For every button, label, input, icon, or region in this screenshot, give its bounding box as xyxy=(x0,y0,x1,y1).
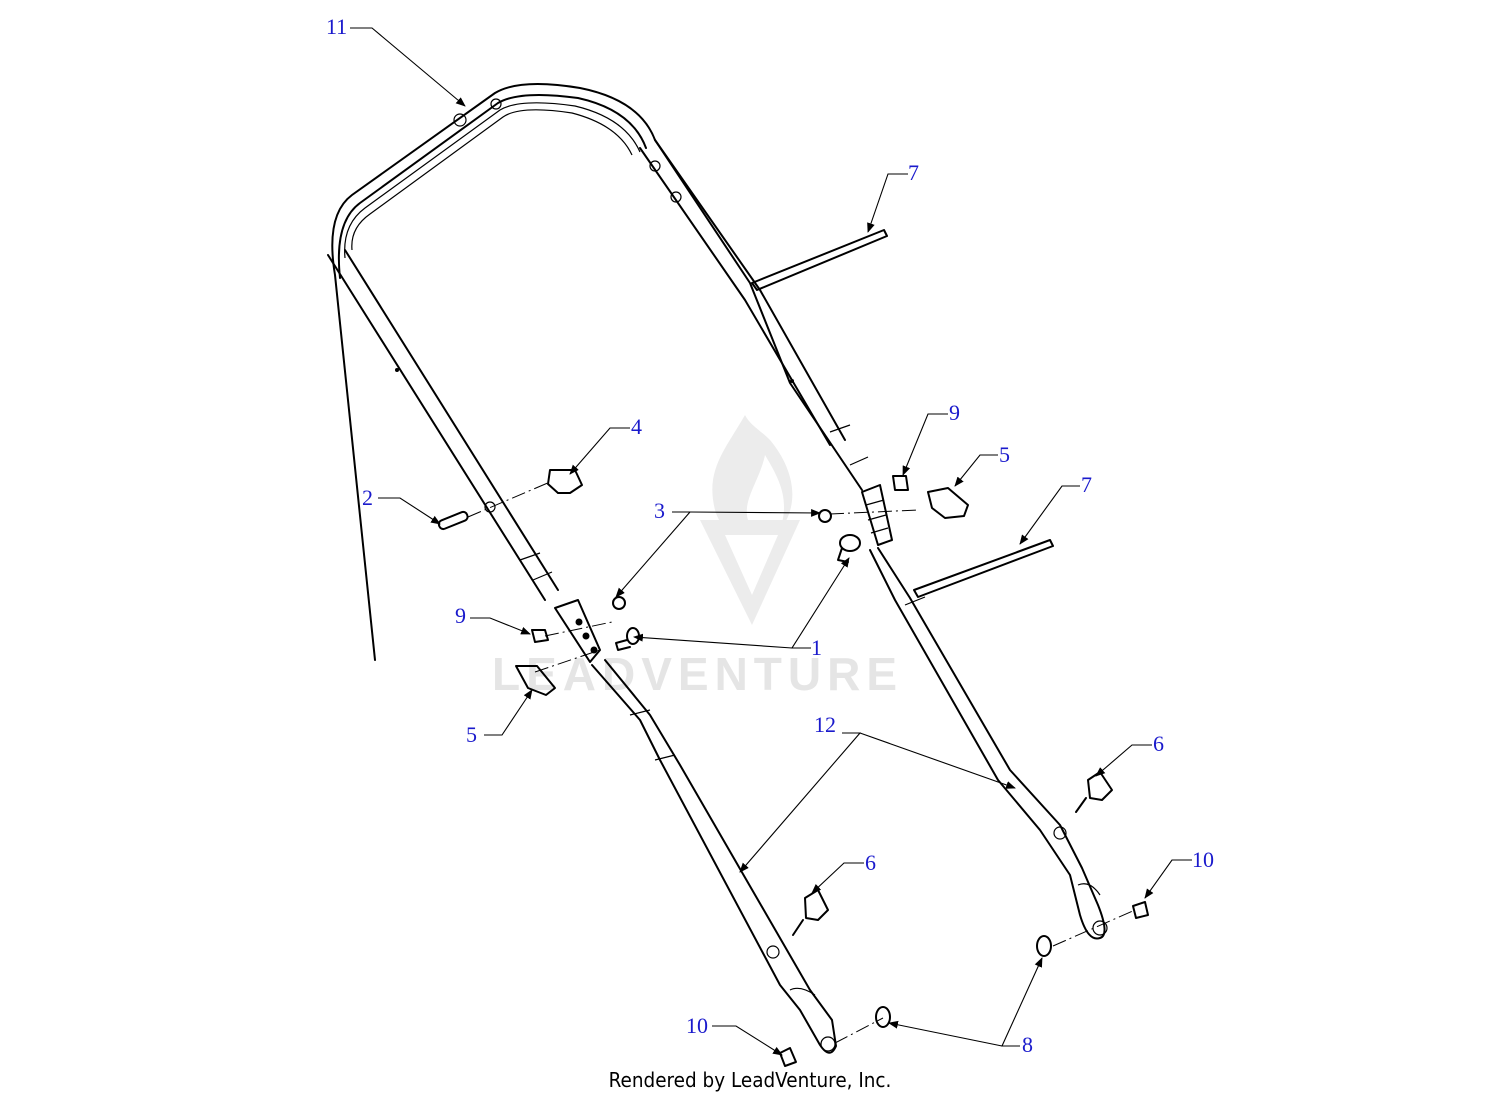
v-logo-icon xyxy=(700,520,800,625)
left-joint-bracket xyxy=(554,599,601,663)
callout-12[interactable]: 12 xyxy=(814,712,836,737)
callout-6-right[interactable]: 6 xyxy=(1153,731,1164,756)
lower-handle-12 xyxy=(591,547,1108,1054)
right-joint-bracket xyxy=(861,484,893,546)
leadventure-watermark: LEADVENTURE xyxy=(492,415,903,700)
callout-7-lower[interactable]: 7 xyxy=(1081,472,1092,497)
cable-tie-7-lower xyxy=(913,539,1054,598)
callout-6-left[interactable]: 6 xyxy=(865,850,876,875)
callout-11[interactable]: 11 xyxy=(326,14,347,39)
callout-8[interactable]: 8 xyxy=(1022,1032,1033,1057)
callout-labels: 11 7 9 4 5 7 2 3 9 1 12 5 6 6 10 10 8 xyxy=(326,14,1214,1057)
callout-9-right[interactable]: 9 xyxy=(949,400,960,425)
knob-6-left xyxy=(792,889,829,936)
bolt-1-lower xyxy=(615,627,640,651)
knob-4 xyxy=(547,469,583,494)
screw-9-left xyxy=(531,629,549,643)
washer-8-right xyxy=(1036,935,1052,957)
bolt-10-right xyxy=(1132,901,1149,919)
callout-9-left[interactable]: 9 xyxy=(455,603,466,628)
upper-handle-11 xyxy=(327,83,869,661)
pin-2 xyxy=(437,510,469,531)
callout-10-right[interactable]: 10 xyxy=(1192,847,1214,872)
callout-4[interactable]: 4 xyxy=(631,414,642,439)
knob-6-right xyxy=(1075,771,1113,813)
bolt-1-upper xyxy=(837,534,861,563)
watermark-text: LEADVENTURE xyxy=(492,648,903,700)
cable-tie-7-upper xyxy=(751,229,888,291)
callout-5-left[interactable]: 5 xyxy=(466,722,477,747)
flame-logo-icon xyxy=(712,415,793,533)
washer-8-left xyxy=(875,1006,891,1028)
callout-1[interactable]: 1 xyxy=(811,635,822,660)
leader-lines xyxy=(350,27,1192,1056)
nut-3-upper xyxy=(818,509,832,523)
nut-3-lower xyxy=(612,596,626,610)
callout-10-left[interactable]: 10 xyxy=(686,1013,708,1038)
screw-9-right xyxy=(892,475,909,491)
callout-2[interactable]: 2 xyxy=(362,485,373,510)
knob-5-right xyxy=(927,487,969,519)
callout-5-right[interactable]: 5 xyxy=(999,442,1010,467)
alignment-lines xyxy=(467,481,1136,1044)
callout-7-upper[interactable]: 7 xyxy=(908,160,919,185)
knob-5-left xyxy=(515,665,556,696)
bolt-10-left xyxy=(779,1047,797,1067)
callout-3[interactable]: 3 xyxy=(654,498,665,523)
rendered-by-credit: Rendered by LeadVenture, Inc. xyxy=(608,1068,892,1092)
